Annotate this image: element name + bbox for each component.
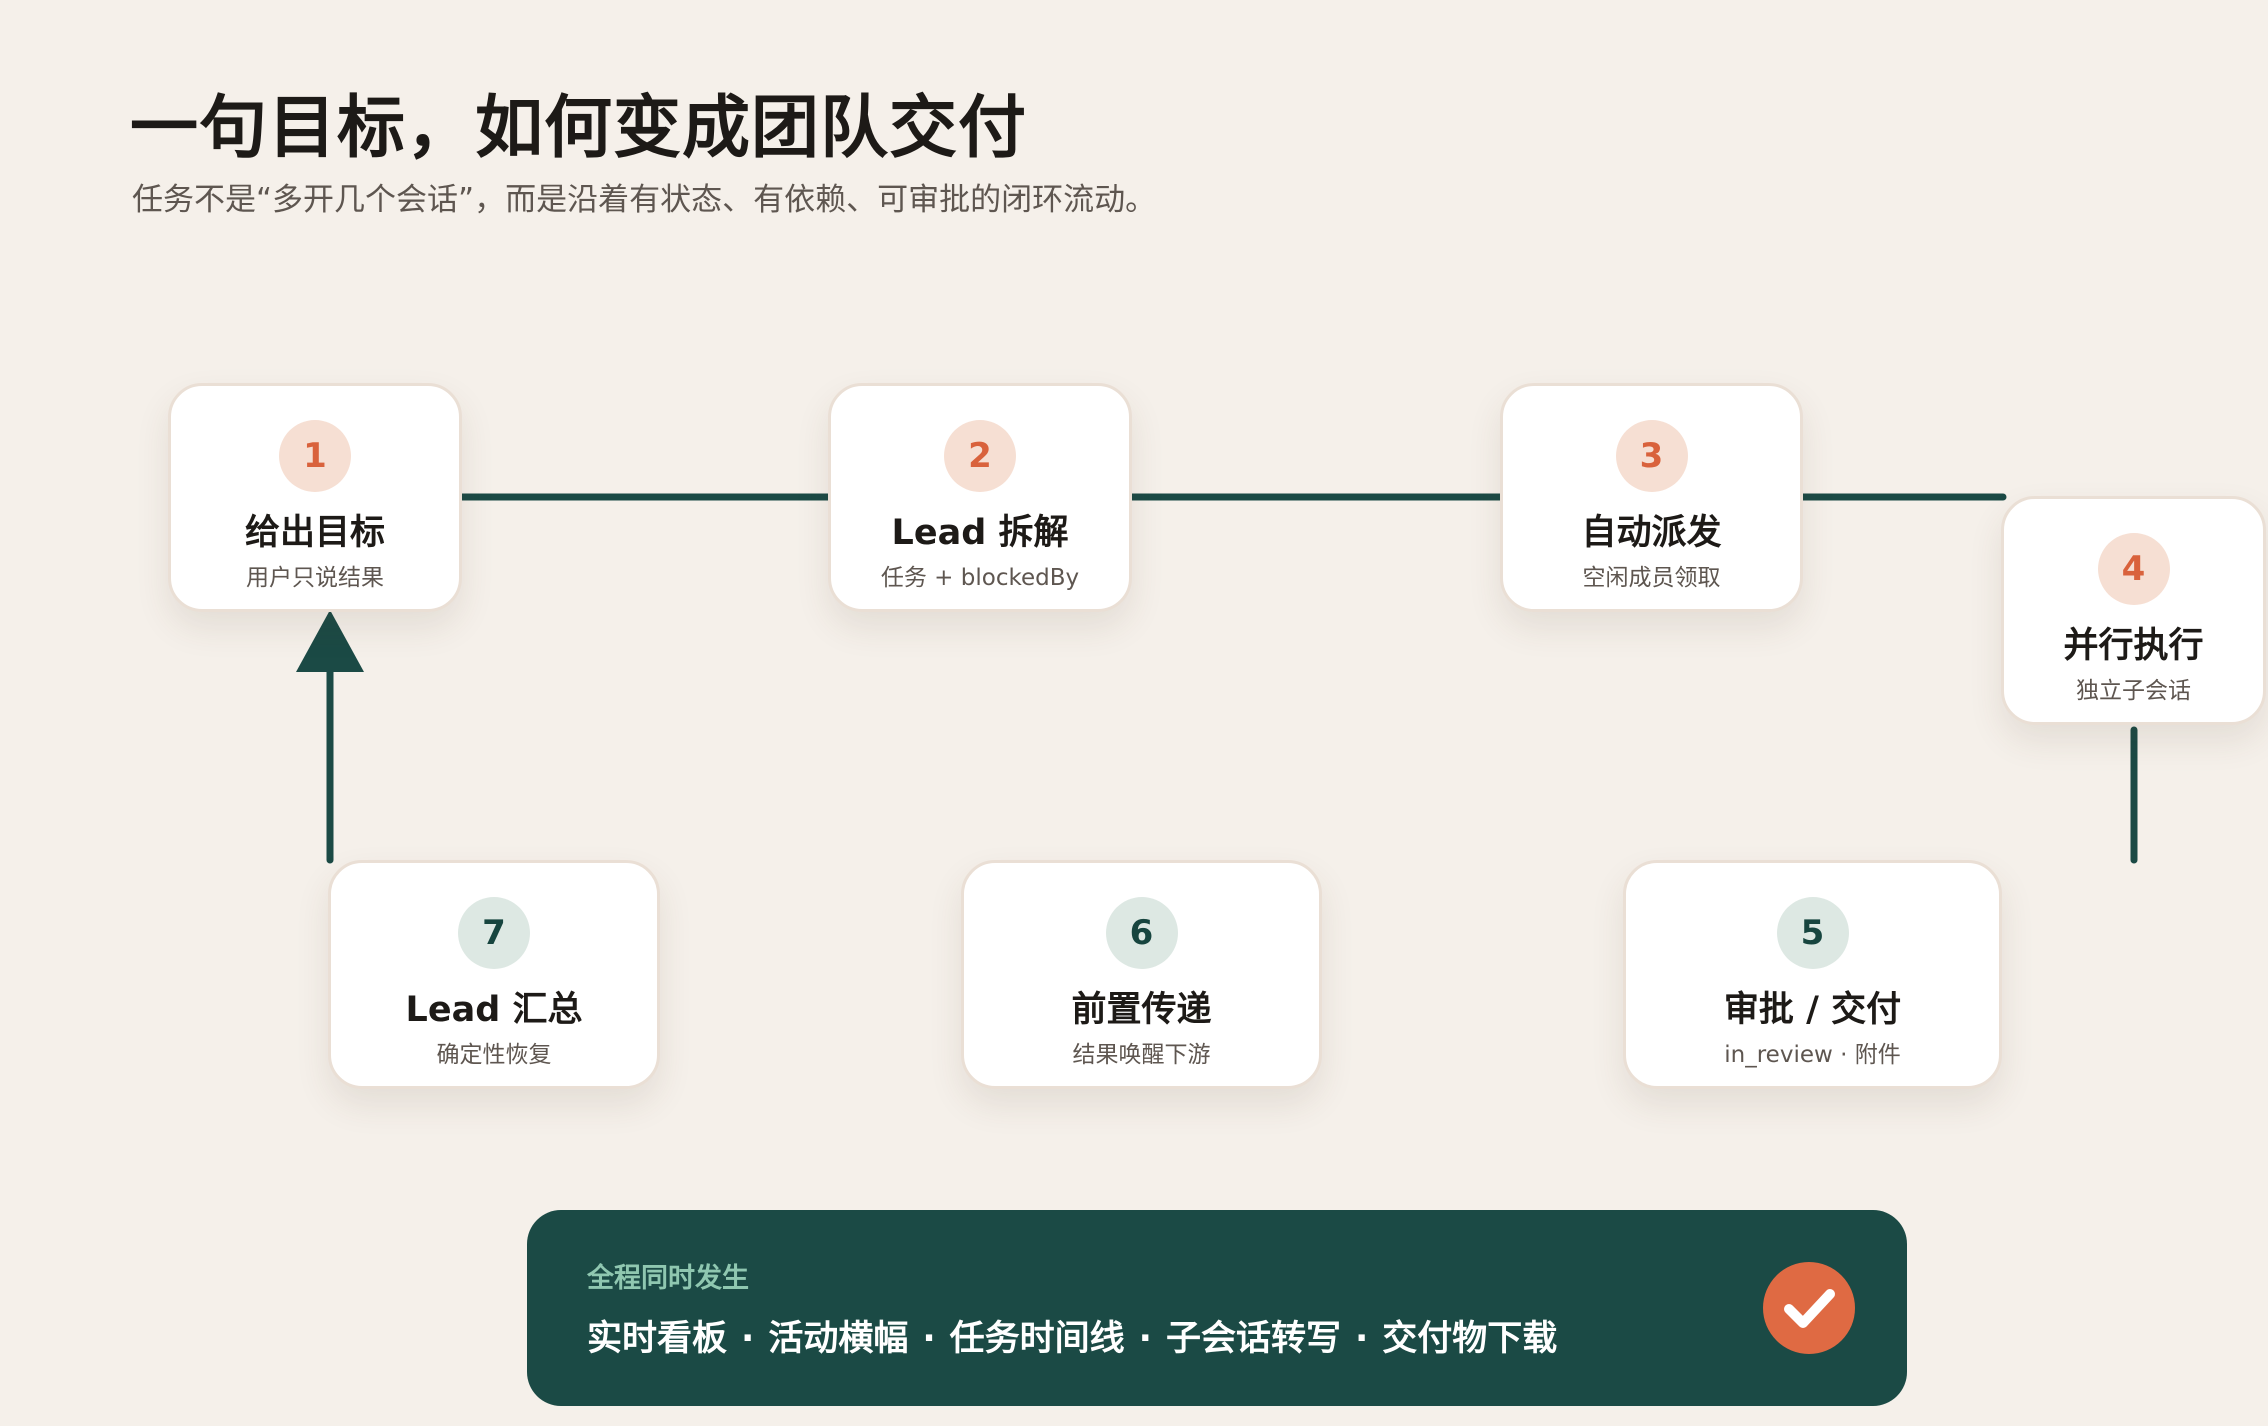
step-subtitle: in_review · 附件 [1724, 1042, 1901, 1068]
step-title: 前置传递 [1071, 990, 1212, 1030]
step-title: 审批 / 交付 [1723, 990, 1902, 1030]
step-card-5: 5 审批 / 交付 in_review · 附件 [1623, 860, 2002, 1089]
arrowhead-up-icon [296, 610, 364, 672]
footer-item: 活动横幅 [768, 1319, 909, 1359]
step-title: 自动派发 [1581, 513, 1722, 553]
step-subtitle: 独立子会话 [2076, 678, 2191, 704]
step-title: 并行执行 [2063, 626, 2204, 666]
page-subtitle: 任务不是“多开几个会话”，而是沿着有状态、有依赖、可审批的闭环流动。 [132, 182, 1157, 218]
step-card-6: 6 前置传递 结果唤醒下游 [961, 860, 1322, 1089]
step-card-1: 1 给出目标 用户只说结果 [168, 383, 462, 612]
step-title: Lead 汇总 [405, 990, 583, 1030]
step-number-badge: 5 [1776, 897, 1849, 969]
step-subtitle: 结果唤醒下游 [1072, 1042, 1211, 1068]
footer-item: 任务时间线 [949, 1319, 1125, 1359]
step-number-badge: 7 [458, 897, 530, 969]
step-card-7: 7 Lead 汇总 确定性恢复 [328, 860, 660, 1089]
step-title: 给出目标 [244, 513, 385, 553]
step-card-2: 2 Lead 拆解 任务 + blockedBy [828, 383, 1132, 612]
check-circle-icon [1763, 1262, 1855, 1354]
step-number-badge: 4 [2097, 533, 2170, 605]
step-card-4: 4 并行执行 独立子会话 [2001, 496, 2266, 725]
step-subtitle: 空闲成员领取 [1582, 565, 1721, 591]
step-number-badge: 1 [279, 420, 351, 492]
footer-label: 全程同时发生 [587, 1263, 749, 1294]
step-title: Lead 拆解 [891, 513, 1069, 553]
step-number-badge: 2 [944, 420, 1016, 492]
footer-items: 实时看板·活动横幅·任务时间线·子会话转写·交付物下载 [587, 1319, 1558, 1359]
footer-item: 子会话转写 [1165, 1319, 1341, 1359]
step-subtitle: 用户只说结果 [246, 565, 384, 591]
step-card-3: 3 自动派发 空闲成员领取 [1500, 383, 1803, 612]
step-number-badge: 3 [1615, 420, 1688, 492]
step-subtitle: 任务 + blockedBy [880, 565, 1080, 591]
step-subtitle: 确定性恢复 [436, 1042, 552, 1068]
footer-banner: 全程同时发生 实时看板·活动横幅·任务时间线·子会话转写·交付物下载 [527, 1210, 1907, 1406]
footer-item: 交付物下载 [1382, 1319, 1558, 1359]
footer-item: 实时看板 [587, 1319, 728, 1359]
step-number-badge: 6 [1105, 897, 1178, 969]
page-title: 一句目标，如何变成团队交付 [130, 89, 1028, 168]
